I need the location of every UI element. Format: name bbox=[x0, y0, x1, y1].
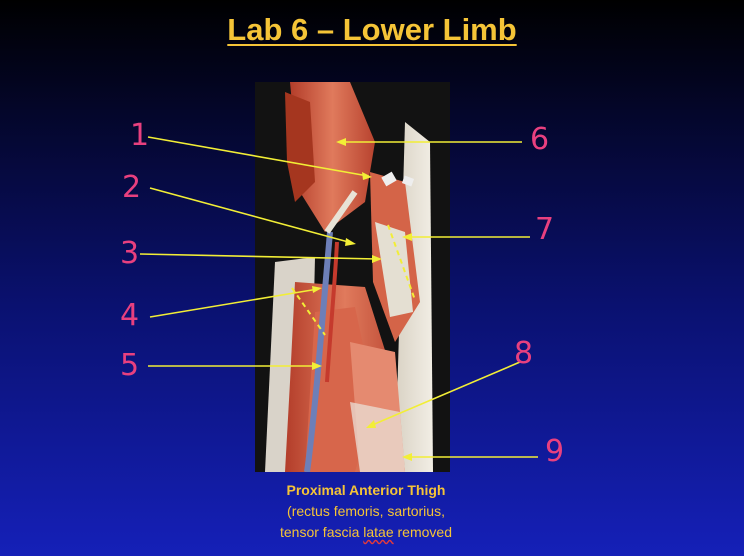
arrowhead-8 bbox=[366, 420, 376, 428]
label-number-6: 6 bbox=[530, 122, 550, 157]
label-number-4: 4 bbox=[120, 298, 140, 333]
dashed-outline-left bbox=[291, 287, 326, 336]
caption-title: Proximal Anterior Thigh bbox=[286, 482, 446, 498]
caption-spellcheck-word: latae bbox=[363, 524, 394, 540]
arrowhead-6 bbox=[336, 138, 346, 146]
pointer-line-2 bbox=[149, 187, 353, 244]
slide-title: Lab 6 – Lower Limb bbox=[227, 12, 517, 47]
arrowhead-1 bbox=[362, 172, 372, 180]
anatomy-photo bbox=[255, 82, 450, 472]
arrowhead-5 bbox=[312, 362, 322, 370]
thigh-model-illustration bbox=[255, 82, 450, 472]
arrowhead-4 bbox=[312, 286, 322, 293]
caption-line-3-post: removed bbox=[393, 524, 452, 540]
pointer-line-1 bbox=[147, 136, 369, 177]
photo-caption: Proximal Anterior Thigh (rectus femoris,… bbox=[200, 480, 532, 543]
caption-line-3-pre: tensor fascia bbox=[280, 524, 364, 540]
label-number-1: 1 bbox=[130, 118, 150, 153]
label-number-9: 9 bbox=[545, 434, 565, 469]
arrowhead-2 bbox=[345, 238, 356, 246]
arrowhead-3 bbox=[372, 255, 382, 263]
caption-line-2: (rectus femoris, sartorius, bbox=[287, 503, 445, 519]
label-number-8: 8 bbox=[514, 336, 534, 371]
dashed-outline-right bbox=[387, 224, 416, 301]
label-number-3: 3 bbox=[120, 236, 140, 271]
label-number-5: 5 bbox=[120, 348, 140, 383]
label-number-2: 2 bbox=[122, 170, 142, 205]
arrowhead-7 bbox=[402, 233, 412, 241]
label-number-7: 7 bbox=[535, 212, 555, 247]
arrowhead-9 bbox=[402, 453, 412, 461]
pointer-line-3 bbox=[139, 253, 379, 260]
caption-line-3: tensor fascia latae removed bbox=[200, 522, 532, 543]
pointer-line-8 bbox=[369, 361, 521, 427]
pointer-line-4 bbox=[149, 288, 319, 318]
